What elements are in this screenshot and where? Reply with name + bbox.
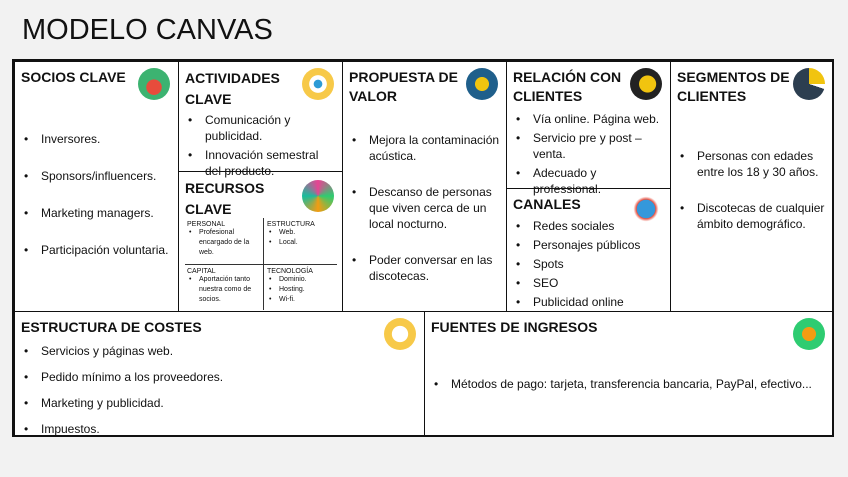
list-item: Publicidad online [513, 294, 664, 310]
list-item: Mejora la contaminación acústica. [349, 132, 500, 164]
list-item: Redes sociales [513, 218, 664, 234]
capital-section: CAPITALAportación tanto nuestra como de … [187, 268, 259, 305]
ingresos-title: FUENTES DE INGRESOS [431, 319, 598, 335]
actividades-title: ACTIVIDADES CLAVE [185, 70, 280, 107]
list-item: Wi-fi. [267, 295, 337, 305]
estructura-section: ESTRUCTURAWeb.Local. [267, 221, 337, 248]
capital-label: CAPITAL [187, 268, 216, 275]
fuentes-ingresos: FUENTES DE INGRESOS Métodos de pago: tar… [424, 311, 834, 437]
list-item: Marketing y publicidad. [21, 395, 418, 411]
personal-label: PERSONAL [187, 221, 226, 228]
socios-title: SOCIOS CLAVE [21, 69, 126, 85]
personal-section: PERSONALProfesional encargado de la web. [187, 221, 259, 258]
list-item: Profesional encargado de la web. [187, 228, 259, 258]
list-item: Participación voluntaria. [21, 242, 172, 258]
list-item: Local. [267, 238, 337, 248]
list-item: Adecuado y professional. [513, 165, 664, 197]
recursos-clave: RECURSOS CLAVE PERSONALProfesional encar… [178, 171, 343, 312]
list-item: Personas con edades entre los 18 y 30 añ… [677, 148, 827, 180]
canvas-board: SOCIOS CLAVE Inversores. Sponsors/influe… [12, 59, 834, 437]
relacion-clientes: RELACIÓN CON CLIENTES Vía online. Página… [506, 61, 671, 196]
eye-icon [302, 68, 334, 100]
list-item: Descanso de personas que viven cerca de … [349, 184, 500, 232]
list-item: Spots [513, 256, 664, 272]
list-item: Personajes públicos [513, 237, 664, 253]
list-item: Poder conversar en las discotecas. [349, 252, 500, 284]
list-item: Web. [267, 228, 337, 238]
gears-icon [302, 180, 334, 212]
tecnologia-label: TECNOLOGÍA [267, 268, 313, 275]
page-title: MODELO CANVAS [22, 14, 273, 46]
socios-clave: SOCIOS CLAVE Inversores. Sponsors/influe… [14, 61, 179, 312]
list-item: Dominio. [267, 275, 337, 285]
list-item: Impuestos. [21, 421, 418, 437]
list-item: Hosting. [267, 285, 337, 295]
list-item: Marketing managers. [21, 205, 172, 221]
costes-title: ESTRUCTURA DE COSTES [21, 319, 202, 335]
recursos-title: RECURSOS CLAVE [185, 180, 265, 217]
list-item: Servicios y páginas web. [21, 343, 418, 359]
people-icon [138, 68, 170, 100]
list-item: Inversores. [21, 131, 172, 147]
segmentos-clientes: SEGMENTOS DE CLIENTES Personas con edade… [670, 61, 834, 312]
pie-chart-icon [793, 68, 825, 100]
actividades-clave: ACTIVIDADES CLAVE Comunicación y publici… [178, 61, 343, 178]
diamond-icon [466, 68, 498, 100]
segmentos-title: SEGMENTOS DE CLIENTES [677, 69, 790, 104]
list-item: SEO [513, 275, 664, 291]
propuesta-title: PROPUESTA DE VALOR [349, 69, 458, 104]
tecnologia-section: TECNOLOGÍADominio.Hosting.Wi-fi. [267, 268, 337, 305]
list-item: Aportación tanto nuestra como de socios. [187, 275, 259, 305]
canales-title: CANALES [513, 196, 581, 212]
head-icon [630, 68, 662, 100]
list-item: Comunicación y publicidad. [185, 112, 336, 144]
estructura-label: ESTRUCTURA [267, 221, 315, 228]
list-item: Sponsors/influencers. [21, 168, 172, 184]
estructura-costes: ESTRUCTURA DE COSTES Servicios y páginas… [14, 311, 425, 437]
list-item: Vía online. Página web. [513, 111, 664, 127]
propuesta-valor: PROPUESTA DE VALOR Mejora la contaminaci… [342, 61, 507, 312]
money-bag-icon [793, 318, 825, 350]
canales: CANALES Redes sociales Personajes públic… [506, 188, 671, 312]
list-item: Pedido mínimo a los proveedores. [21, 369, 418, 385]
list-item: Discotecas de cualquier ámbito demográfi… [677, 200, 827, 232]
list-item: Métodos de pago: tarjeta, transferencia … [431, 376, 827, 392]
list-item: Servicio pre y post – venta. [513, 130, 664, 162]
relacion-title: RELACIÓN CON CLIENTES [513, 69, 622, 104]
